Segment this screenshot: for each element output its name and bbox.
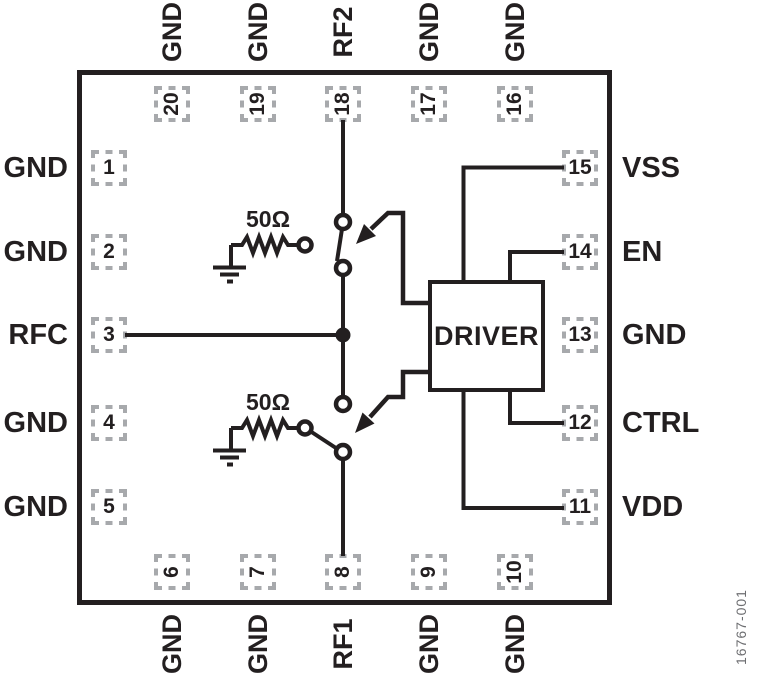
pin-11-label: VDD — [622, 491, 684, 523]
vss-wire — [461, 165, 564, 282]
switch-contact — [333, 442, 353, 462]
resistor-zigzag — [231, 231, 298, 259]
pin-13-label: GND — [622, 319, 687, 351]
pin-5-number: 5 — [103, 495, 115, 518]
ground-icon — [213, 448, 246, 467]
chip-outline — [77, 70, 612, 605]
pin-10-label: GND — [500, 614, 530, 674]
lower-arrow-shaft — [368, 369, 430, 419]
pin-6-label: GND — [157, 614, 187, 674]
pin-7-box — [240, 554, 276, 590]
rf2-terminator-value: 50Ω — [245, 206, 291, 232]
pin-4-number: 4 — [103, 411, 115, 434]
pin-15-label: VSS — [622, 152, 681, 184]
figure-number: 16767-001 — [733, 589, 749, 665]
pin-17-label: GND — [414, 2, 444, 62]
switch-contact — [333, 212, 353, 232]
terminator-contact — [296, 236, 314, 254]
pin-5-box — [91, 489, 127, 525]
pin-14-number: 14 — [568, 240, 592, 263]
pin-2-number: 2 — [103, 240, 115, 263]
pin-20-number: 20 — [160, 92, 183, 116]
pin-10-box — [497, 554, 533, 590]
switch-arm — [335, 228, 344, 262]
pin-14-label: EN — [622, 236, 663, 268]
terminator-contact — [296, 419, 314, 437]
switch-contact — [333, 394, 353, 414]
pin-18-label: RF2 — [328, 6, 358, 58]
pin-19-box — [240, 86, 276, 122]
pin-16-label: GND — [500, 2, 530, 62]
pin-17-box — [411, 86, 447, 122]
pin-19-number: 19 — [246, 92, 269, 116]
en-wire — [508, 250, 564, 282]
pin-4-label: GND — [3, 407, 68, 439]
pin-11-number: 11 — [568, 495, 592, 518]
pin-3-number: 3 — [103, 323, 115, 346]
resistor-zigzag — [231, 414, 298, 442]
driver-control-arrows — [355, 210, 430, 433]
pin-12-label: CTRL — [622, 407, 700, 439]
lower-arrowhead-icon — [355, 412, 375, 433]
upper-arrow-shaft — [369, 210, 430, 306]
pin-16-box — [497, 86, 533, 122]
pin-17-number: 17 — [417, 92, 440, 116]
pin-9-label: GND — [414, 614, 444, 674]
pin-16-number: 16 — [503, 92, 526, 116]
switch-arm — [308, 429, 341, 452]
pin-18-number: 18 — [331, 92, 354, 116]
pin-8-label: RF1 — [328, 618, 358, 670]
en-label-notch — [629, 261, 639, 267]
rf1-terminator — [213, 414, 314, 467]
pin-1-box — [91, 150, 127, 186]
wires — [125, 120, 564, 556]
rf2-terminator — [213, 231, 314, 284]
pin-19-label: GND — [243, 2, 273, 62]
pin-7-number: 7 — [246, 566, 269, 578]
rf2-switch — [333, 212, 353, 278]
pin-6-number: 6 — [160, 566, 183, 578]
pin-10-number: 10 — [503, 560, 526, 584]
vdd-wire — [461, 390, 564, 510]
driver-label: DRIVER — [433, 320, 539, 351]
pin-2-box — [91, 234, 127, 270]
rfc-junction-dot — [335, 327, 351, 343]
driver-box — [428, 280, 545, 392]
rf1-switch — [308, 394, 353, 462]
ground-icon — [213, 265, 246, 284]
pin-8-number: 8 — [331, 566, 354, 578]
pin-12-number: 12 — [568, 411, 592, 434]
pin-2-label: GND — [3, 236, 68, 268]
pin-20-box — [154, 86, 190, 122]
pin-13-box — [562, 317, 598, 353]
pin-7-label: GND — [243, 614, 273, 674]
switch-contact — [333, 258, 353, 278]
pin-1-label: GND — [3, 152, 68, 184]
pin-5-label: GND — [3, 491, 68, 523]
pin-9-number: 9 — [417, 566, 440, 578]
ctrl-wire — [508, 390, 564, 425]
rf1-terminator-value: 50Ω — [245, 389, 291, 415]
pin-15-number: 15 — [568, 156, 592, 179]
pin-4-box — [91, 405, 127, 441]
pin-1-number: 1 — [103, 156, 115, 179]
pin-6-box — [154, 554, 190, 590]
pin-20-label: GND — [157, 2, 187, 62]
pin-3-label: RFC — [8, 319, 68, 351]
pin-13-number: 13 — [568, 323, 592, 346]
upper-arrowhead-icon — [356, 224, 376, 244]
pin-9-box — [411, 554, 447, 590]
